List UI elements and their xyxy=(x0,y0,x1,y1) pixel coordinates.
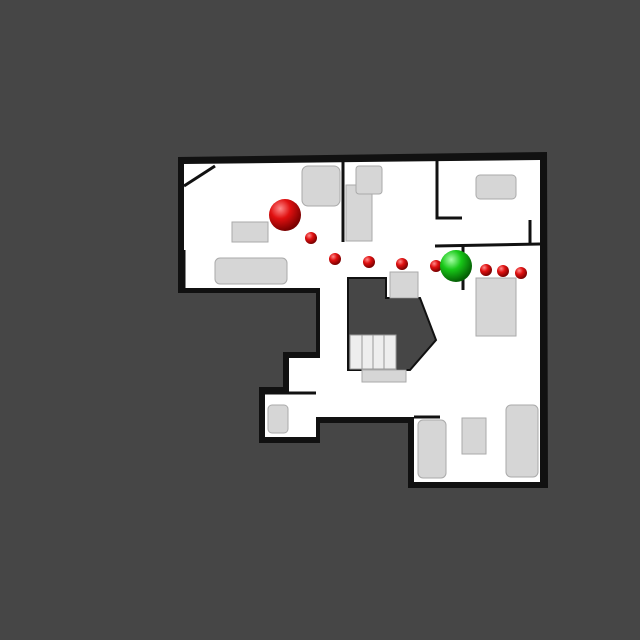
path-point xyxy=(515,267,527,279)
furniture xyxy=(214,165,539,479)
agent-marker xyxy=(440,250,472,282)
sofa-bottom xyxy=(417,419,447,479)
dining-table xyxy=(475,277,517,337)
dining-table-top xyxy=(475,174,517,200)
stair-rail xyxy=(361,369,407,383)
path-point xyxy=(329,253,341,265)
sofa xyxy=(214,257,288,285)
toilet xyxy=(267,404,289,434)
stairs xyxy=(349,334,397,370)
path-point xyxy=(430,260,442,272)
side-table xyxy=(461,417,487,455)
path-point xyxy=(363,256,375,268)
path-point xyxy=(497,265,509,277)
coffee-table xyxy=(231,221,269,243)
interior-walls xyxy=(182,160,541,419)
chair xyxy=(355,165,383,195)
path-markers xyxy=(305,232,527,279)
counter-top xyxy=(389,271,419,299)
path-point xyxy=(480,264,492,276)
armchair xyxy=(301,165,341,207)
goal-marker xyxy=(269,199,301,231)
path-point xyxy=(396,258,408,270)
sofa-right xyxy=(505,404,539,478)
path-point xyxy=(305,232,317,244)
